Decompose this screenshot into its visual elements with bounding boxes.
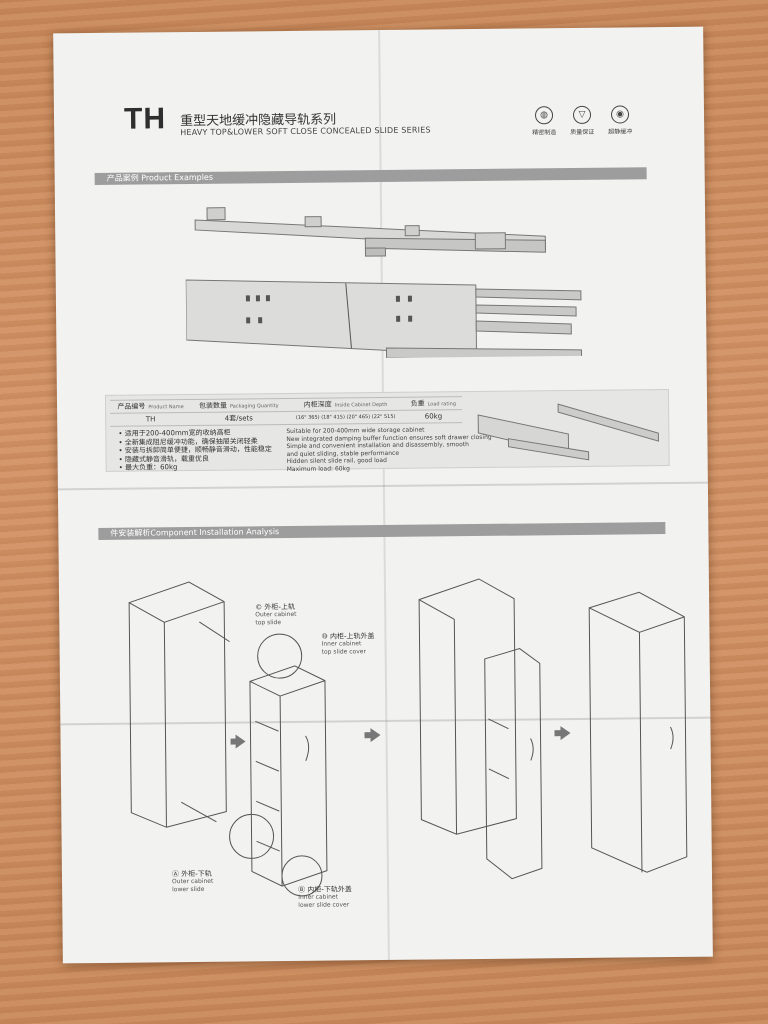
list-item: • 最大负重：60kg — [118, 463, 178, 472]
features-list-en: Suitable for 200-400mm wide storage cabi… — [286, 426, 492, 474]
instruction-sheet: TH 重型天地缓冲隐藏导轨系列 HEAVY TOP&LOWER SOFT CLO… — [53, 26, 713, 964]
label-inner-lower-cover: Ⓑ 内柜-下轨外盖 Inner cabinet lower slide cove… — [298, 885, 352, 909]
detail-circle-top — [257, 633, 303, 679]
brand-logo: TH — [123, 102, 167, 136]
silent-buffer-icon: ◉ — [610, 105, 630, 124]
table-cell: TH — [110, 412, 192, 427]
badge-label: 质量保证 — [570, 128, 595, 137]
section-header-installation: 件安装解析Component Installation Analysis — [98, 522, 666, 540]
table-row: TH 4套/sets (16" 365) (18" 415) (20" 465)… — [110, 409, 463, 427]
label-outer-lower-slide: Ⓐ 外柜-下轨 Outer cabinet lower slide — [171, 869, 214, 894]
label-inner-top-cover: ⑩ 内柜-上轨外盖 Inner cabinet top slide cover — [321, 632, 375, 656]
badge-precision: ◍ 精密制造 — [524, 106, 564, 136]
badge-label: 超静缓冲 — [608, 128, 633, 136]
arrow-right-icon — [554, 726, 571, 741]
table-cell: 60kg — [404, 409, 463, 424]
badge-quality: ▽ 质量保证 — [562, 105, 602, 137]
section-header-product-examples: 产品案例 Product Examples — [94, 167, 647, 186]
list-item: Maximum load: 60kg — [286, 465, 350, 473]
cabinet-assembly-step — [418, 578, 543, 880]
badge-silent: ◉ 超静缓冲 — [600, 105, 640, 136]
product-example-photo — [185, 207, 583, 361]
slide-rail-thumbnail — [477, 403, 659, 461]
quality-shield-icon: ▽ — [572, 105, 592, 124]
table-cell: 4套/sets — [190, 411, 287, 426]
cabinet-inner-pullout — [249, 665, 328, 887]
page-title-en: HEAVY TOP&LOWER SOFT CLOSE CONCEALED SLI… — [180, 125, 431, 138]
feature-badges: ◍ 精密制造 ▽ 质量保证 ◉ 超静缓冲 — [524, 105, 644, 146]
detail-circle-bottom — [229, 813, 275, 859]
detail-circle-cover — [281, 855, 323, 897]
label-outer-top-slide: © 外柜-上轨 Outer cabinet top slide — [255, 602, 297, 627]
arrow-left-icon — [230, 734, 246, 749]
list-item: • 安装与拆卸简单便捷，顺畅静音滑动，性能稳定 — [118, 445, 272, 455]
features-list-cn: • 适用于200-400mm宽的收纳高柜 • 全新集成阻尼缓冲功能，确保抽屉关闭… — [118, 428, 272, 472]
cabinet-closed — [588, 591, 688, 873]
installation-diagram — [128, 578, 688, 897]
slide-rail-top-view — [194, 207, 546, 257]
arrow-right-icon — [364, 728, 381, 743]
slide-rail-bottom-view — [185, 279, 583, 361]
table-cell: (16" 365) (18" 415) (20" 465) (22" 515) — [286, 410, 405, 425]
precision-globe-icon: ◍ — [534, 106, 554, 125]
badge-label: 精密制造 — [532, 129, 557, 137]
cabinet-outer — [128, 581, 230, 828]
